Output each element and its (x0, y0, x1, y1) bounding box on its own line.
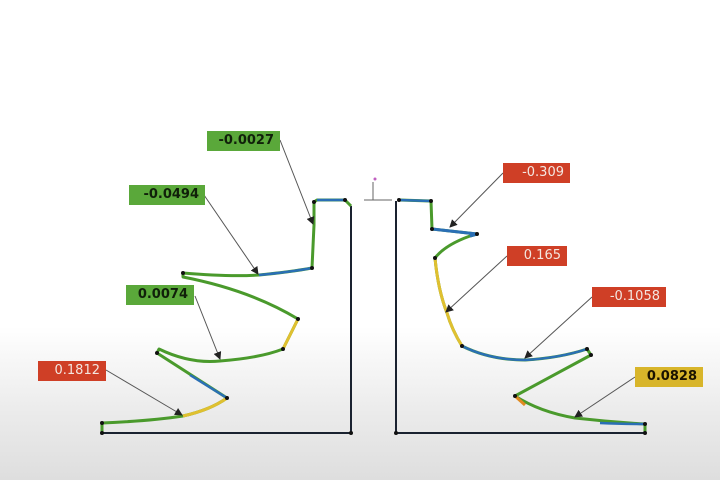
deviation-label-right-middle[interactable]: -0.1058 (592, 287, 666, 307)
deviation-label-right-upper[interactable]: 0.165 (507, 246, 567, 266)
deviation-label-right-bottom[interactable]: 0.0828 (635, 367, 703, 387)
deviation-label-left-middle[interactable]: 0.0074 (126, 285, 194, 305)
right-profile (394, 198, 647, 435)
leader-lines (105, 139, 636, 418)
left-profile (100, 198, 353, 435)
deviation-label-left-upper[interactable]: -0.0494 (129, 185, 205, 205)
deviation-label-left-top[interactable]: -0.0027 (207, 131, 280, 151)
deviation-label-left-bottom[interactable]: 0.1812 (38, 361, 106, 381)
deviation-label-right-top[interactable]: -0.309 (503, 163, 570, 183)
axis-triad-icon (364, 177, 392, 201)
